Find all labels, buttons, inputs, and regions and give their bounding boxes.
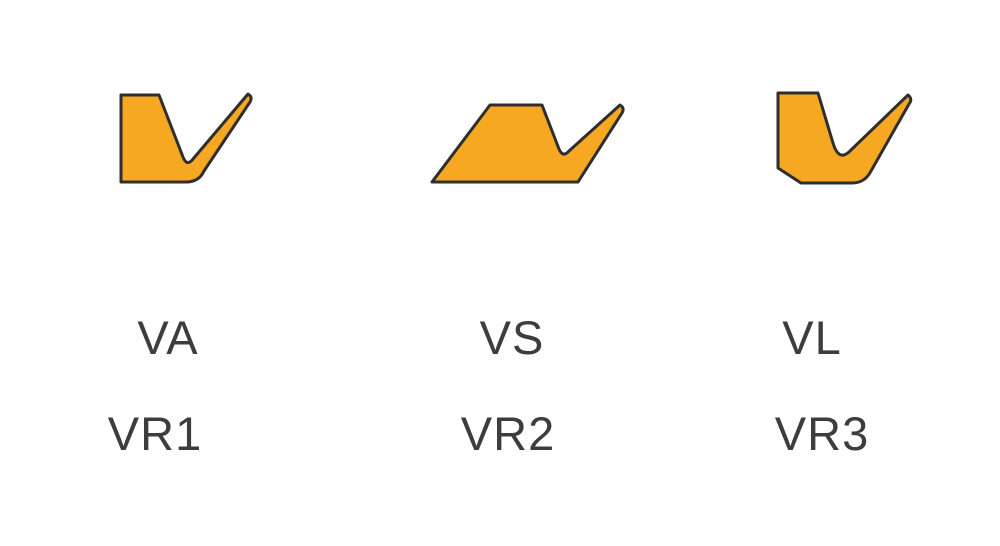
profile-series-label-vr1: VR1 bbox=[107, 407, 203, 460]
profile-type-label-va: VA bbox=[137, 311, 199, 364]
profile-series-label-vr3: VR3 bbox=[774, 407, 870, 460]
profile-type-label-vl: VL bbox=[782, 311, 842, 364]
vl-seal-shape bbox=[776, 91, 913, 185]
va-seal-shape bbox=[119, 92, 253, 184]
vl-seal-profile-icon bbox=[776, 91, 913, 185]
profile-series-label-vr2: VR2 bbox=[460, 407, 556, 460]
profile-type-label-vs: VS bbox=[479, 311, 545, 364]
vs-seal-shape bbox=[430, 103, 625, 184]
va-seal-profile-icon bbox=[119, 92, 253, 184]
vs-seal-profile-icon bbox=[430, 103, 625, 184]
